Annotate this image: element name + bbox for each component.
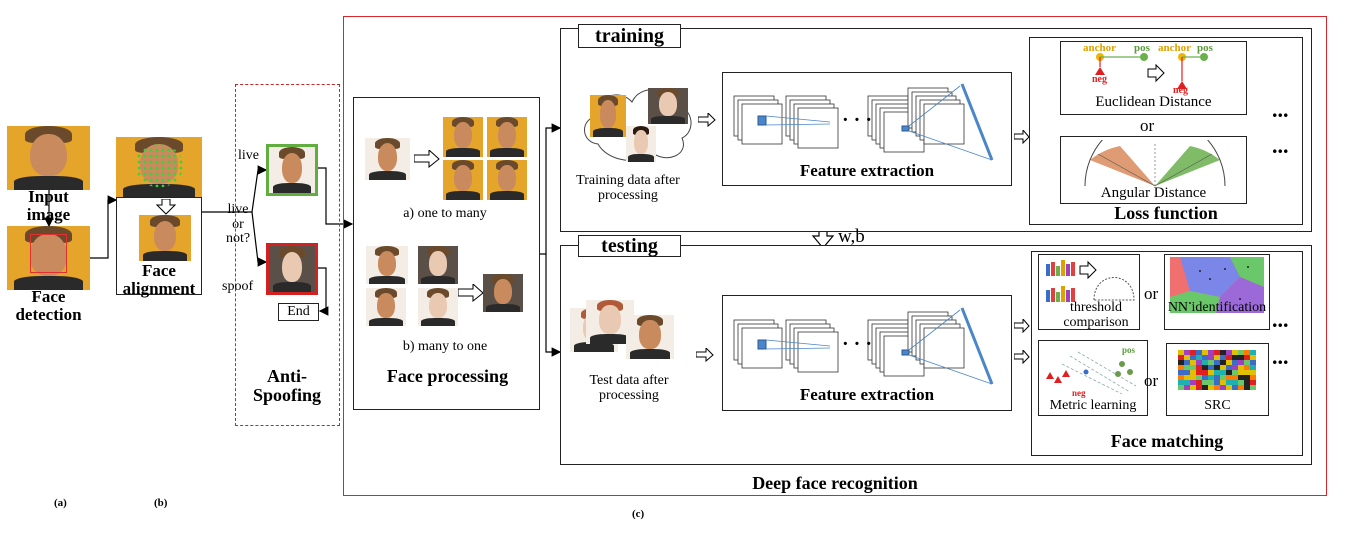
- fp-many-face-2: [487, 117, 527, 157]
- anti-spoofing-frame: [235, 84, 340, 426]
- test-data-caption: Test data after processing: [589, 373, 669, 403]
- hollow-right-arrow-icon: [414, 150, 440, 168]
- src-grid-diagram: [1178, 350, 1256, 390]
- euclidean-distance-label: Euclidean Distance: [1095, 94, 1212, 110]
- loss-function-label: Loss function: [1114, 203, 1218, 223]
- test-face-3: [626, 315, 674, 359]
- hollow-right-arrow-icon: [1014, 130, 1030, 144]
- fp-many-face-1: [443, 117, 483, 157]
- src-label: SRC: [1204, 398, 1231, 413]
- training-header: training: [578, 24, 681, 48]
- threshold-diagram: [1046, 260, 1135, 302]
- anchor-label-1: anchor: [1083, 42, 1116, 54]
- fp-input-face-4: [418, 288, 458, 326]
- live-face-image: [266, 144, 318, 196]
- live-or-not-label: live or not?: [225, 202, 251, 247]
- face-detection-image: [7, 226, 90, 290]
- metric-pos-label: pos: [1122, 345, 1136, 355]
- one-to-many-label: a) one to many: [403, 206, 487, 221]
- panel-label-c: (c): [632, 508, 645, 520]
- test-feature-extraction-label: Feature extraction: [799, 385, 935, 404]
- fp-input-face-3: [366, 288, 406, 326]
- angular-box: [1060, 136, 1247, 204]
- fp-input-face-2: [418, 246, 458, 284]
- or-label-test-2: or: [1144, 371, 1159, 390]
- train-ellipsis-1: ...: [1272, 97, 1289, 122]
- input-image-label: Input image: [26, 187, 71, 224]
- pos-label-1: pos: [1134, 42, 1150, 54]
- deep-face-recognition-frame: [343, 16, 1327, 496]
- fp-source-face: [365, 138, 410, 180]
- anchor-label-2: anchor: [1158, 42, 1191, 54]
- euclidean-box: [1060, 41, 1247, 115]
- svg-text:· · ·: · · ·: [842, 333, 872, 355]
- face-alignment-label: Face alignment: [122, 261, 196, 298]
- end-box: End: [278, 303, 319, 321]
- fp-merged-face: [483, 274, 523, 312]
- metric-neg-label: neg: [1072, 388, 1086, 398]
- hollow-right-arrow-icon: [698, 113, 716, 127]
- panel-label-a: (a): [54, 497, 67, 509]
- pos-label-2: pos: [1197, 42, 1213, 54]
- neg-label-1: neg: [1092, 74, 1107, 85]
- hollow-right-arrow-icon: [696, 348, 714, 362]
- test-ellipsis-1: ...: [1272, 307, 1289, 332]
- test-ellipsis-2: ...: [1272, 344, 1289, 369]
- many-to-one-label: b) many to one: [402, 339, 488, 354]
- hollow-right-arrow-icon: [1014, 350, 1030, 364]
- testing-header: testing: [578, 235, 681, 257]
- hollow-down-arrow-icon: [156, 199, 176, 215]
- face-processing-title: Face processing: [386, 366, 509, 386]
- train-cnn-diagram: · · ·: [733, 83, 994, 161]
- threshold-comparison-label: threshold comparison: [1063, 300, 1129, 330]
- alignment-frame: [116, 197, 202, 295]
- metric-learning-diagram: [1046, 351, 1137, 394]
- training-data-caption: Training data after processing: [576, 173, 680, 203]
- train-ellipsis-2: ...: [1272, 133, 1289, 158]
- input-image: [7, 126, 90, 190]
- deep-face-recognition-label: Deep face recognition: [752, 473, 918, 493]
- train-face-2: [648, 88, 688, 124]
- or-label-test-1: or: [1144, 284, 1159, 303]
- fp-input-face-1: [366, 246, 408, 284]
- test-cnn-diagram: · · ·: [733, 307, 994, 385]
- train-face-1: [590, 95, 626, 137]
- metric-learning-label: Metric learning: [1049, 398, 1137, 413]
- fp-many-face-3: [443, 160, 483, 200]
- angular-distance-label: Angular Distance: [1100, 185, 1207, 201]
- face-matching-label: Face matching: [1110, 431, 1224, 451]
- weights-bias-label: w,b: [838, 226, 865, 247]
- triplet-diagram: [1095, 53, 1208, 89]
- angular-diagram: [1084, 140, 1226, 187]
- live-label: live: [238, 148, 259, 163]
- alignment-source-image: [116, 137, 202, 197]
- face-detection-label: Face detection: [15, 287, 82, 324]
- fp-many-face-4: [487, 160, 527, 200]
- metric-box: [1038, 340, 1148, 416]
- anti-spoofing-title: Anti-Spoofing: [252, 366, 322, 405]
- spoof-label: spoof: [222, 279, 254, 294]
- hollow-right-arrow-icon: [458, 284, 484, 302]
- nn-voronoi-diagram: [1170, 257, 1264, 313]
- neg-label-2: neg: [1173, 85, 1188, 96]
- or-label-train: or: [1140, 116, 1155, 135]
- train-face-3: [626, 126, 656, 162]
- hollow-right-arrow-icon: [1014, 319, 1030, 333]
- aligned-face-image: [139, 215, 191, 261]
- svg-text:· · ·: · · ·: [842, 109, 872, 131]
- panel-label-b: (b): [154, 497, 168, 509]
- train-feature-extraction-label: Feature extraction: [799, 161, 935, 180]
- nn-identification-label: NN identification: [1167, 300, 1267, 315]
- spoof-face-image: [266, 243, 318, 295]
